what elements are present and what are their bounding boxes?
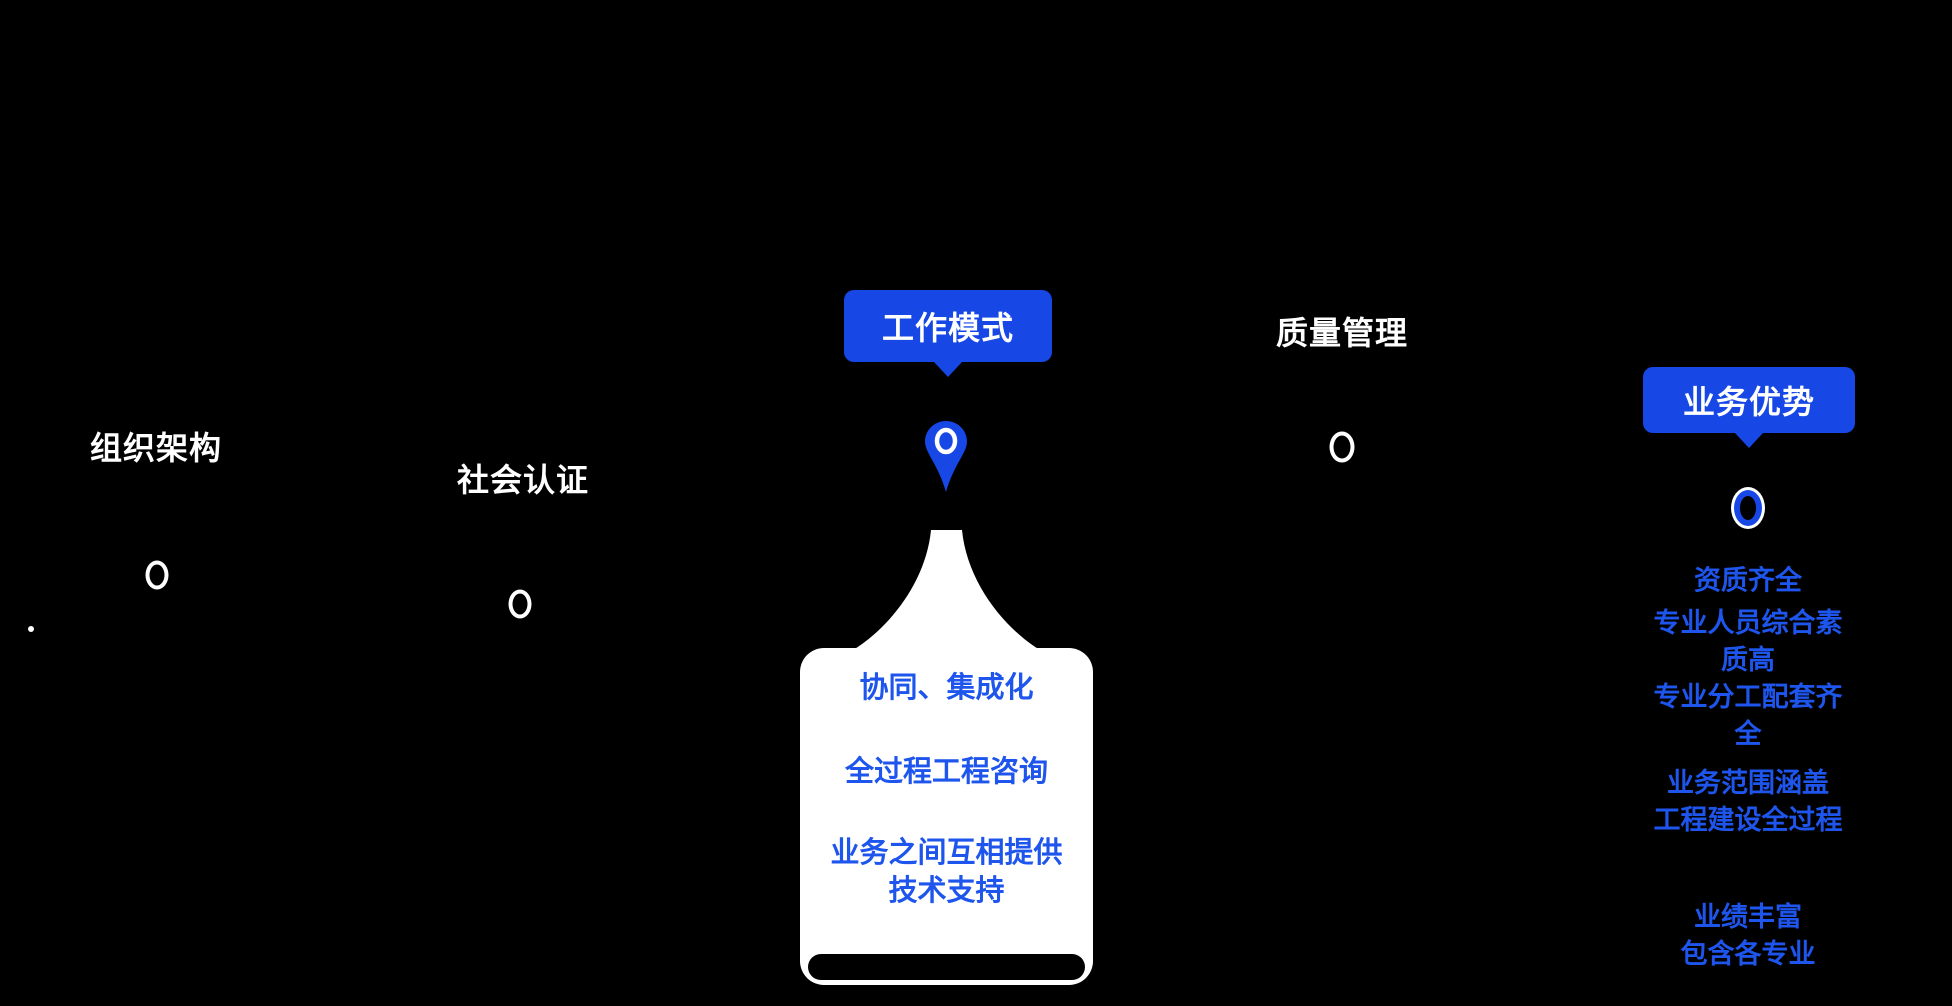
advantage-item: 业务范围涵盖 工程建设全过程 [1653,768,1843,836]
badge-work-mode-label: 工作模式 [881,309,1014,347]
work-mode-callout: 协同、集成化 全过程工程咨询 业务之间互相提供 技术支持 [800,530,1093,985]
badge-work-mode: 工作模式 [844,290,1052,362]
work-mode-pin-icon [924,420,968,498]
callout-item: 业务之间互相提供 技术支持 [830,835,1063,907]
label-social-certification: 社会认证 [456,461,590,499]
badge-business-advantage-label: 业务优势 [1682,383,1815,421]
quality-management-ring-icon [1329,431,1355,463]
advantage-item: 业绩丰富 包含各专业 [1680,902,1816,970]
business-advantage-ring-icon [1734,490,1762,526]
callout-bubble-shape [800,530,1093,985]
label-quality-management: 质量管理 [1275,314,1409,352]
advantage-item: 资质齐全 [1694,565,1802,597]
social-certification-ring-icon [508,589,532,619]
org-structure-ring-icon [145,560,169,590]
advantage-item: 专业人员综合素质高 专业分工配套齐全 [1653,608,1843,750]
callout-item: 全过程工程咨询 [844,754,1048,788]
label-org-structure: 组织架构 [89,429,223,467]
badge-business-advantage: 业务优势 [1643,367,1855,433]
stray-dot [28,626,34,632]
callout-item: 协同、集成化 [859,670,1034,704]
